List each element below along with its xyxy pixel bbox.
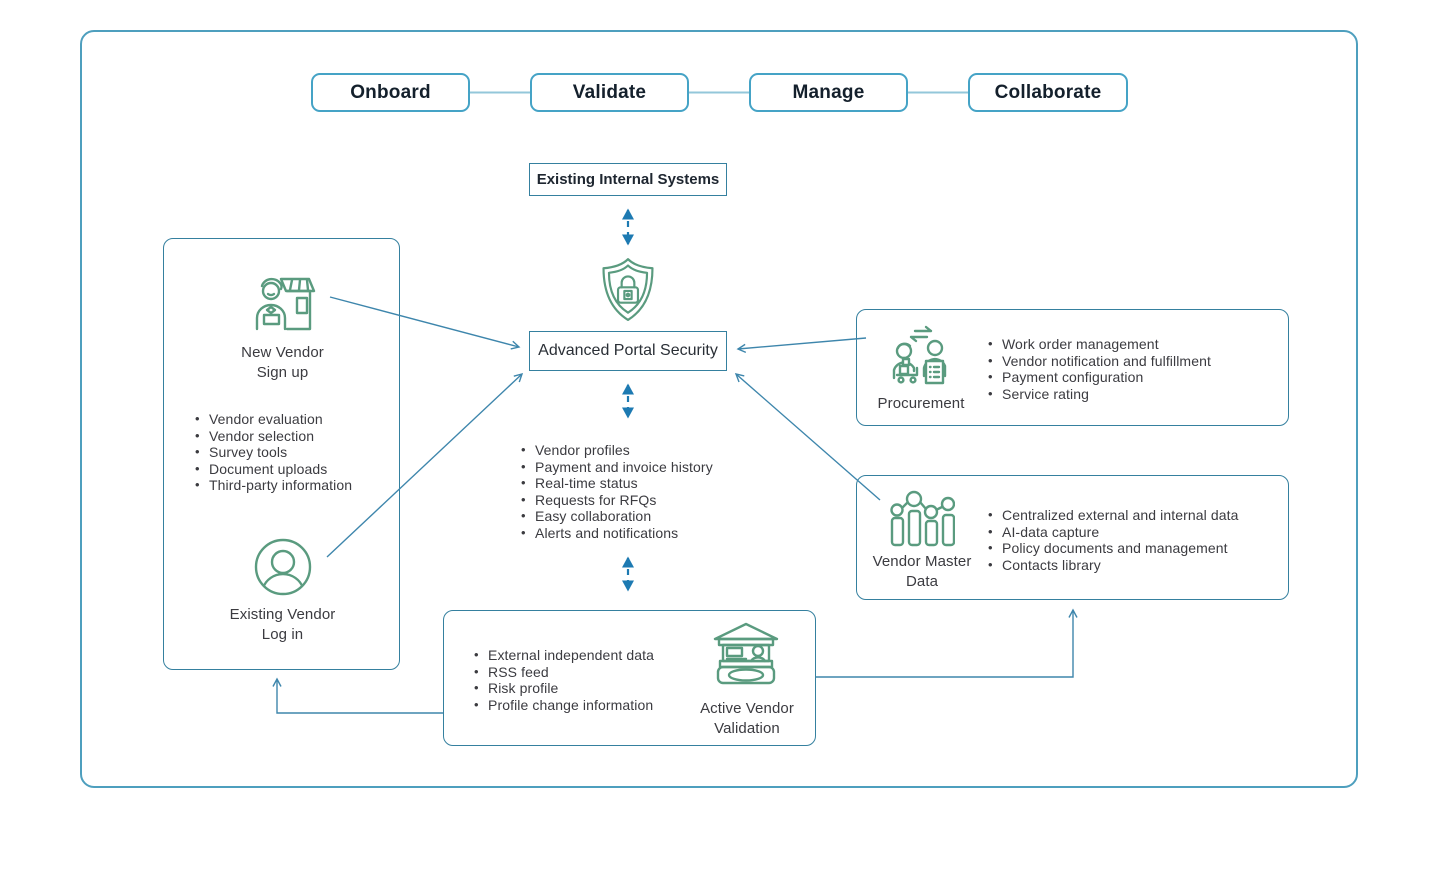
bullet-item: Centralized external and internal data	[987, 507, 1239, 524]
pipeline-step-onboard[interactable]: Onboard	[311, 73, 470, 112]
shield-lock-icon	[602, 258, 654, 321]
bullet-item: Requests for RFQs	[520, 492, 713, 509]
vendor-access-panel: New Vendor Sign up Vendor evaluationVend…	[163, 238, 400, 670]
vendor-master-data-label: Vendor Master Data	[872, 553, 972, 590]
pipeline-step-collaborate[interactable]: Collaborate	[968, 73, 1128, 112]
bullet-item: Vendor profiles	[520, 442, 713, 459]
bullet-item: Payment and invoice history	[520, 459, 713, 476]
bullet-item: Risk profile	[473, 680, 654, 697]
active-vendor-validation-panel: External independent dataRSS feedRisk pr…	[443, 610, 816, 746]
procurement-label: Procurement	[877, 395, 965, 412]
bullet-item: Alerts and notifications	[520, 525, 713, 542]
bullet-item: Survey tools	[194, 444, 352, 461]
vendor-onboarding-bullets: Vendor evaluationVendor selectionSurvey …	[194, 411, 352, 494]
pipeline-step-manage[interactable]: Manage	[749, 73, 908, 112]
bullet-item: Profile change information	[473, 697, 654, 714]
procurement-panel: Procurement Work order managementVendor …	[856, 309, 1289, 426]
procurement-bullets: Work order managementVendor notification…	[987, 336, 1211, 402]
bullet-item: Payment configuration	[987, 369, 1211, 386]
bullet-item: Vendor evaluation	[194, 411, 352, 428]
new-vendor-label: New Vendor Sign up	[241, 344, 324, 381]
bullet-item: External independent data	[473, 647, 654, 664]
bullet-item: AI-data capture	[987, 524, 1239, 541]
bullet-item: Service rating	[987, 386, 1211, 403]
bullet-item: Vendor notification and fulfillment	[987, 353, 1211, 370]
active-vendor-validation-label: Active Vendor Validation	[700, 700, 794, 737]
advanced-portal-security-box: Advanced Portal Security	[529, 331, 727, 371]
existing-internal-systems-box: Existing Internal Systems	[529, 163, 727, 196]
existing-vendor-label: Existing Vendor Log in	[229, 606, 336, 643]
bullet-item: Document uploads	[194, 461, 352, 478]
bullet-item: Easy collaboration	[520, 508, 713, 525]
vendor-master-data-panel: Vendor Master Data Centralized external …	[856, 475, 1289, 600]
portal-features-bullets: Vendor profilesPayment and invoice histo…	[520, 442, 713, 541]
active-vendor-validation-bullets: External independent dataRSS feedRisk pr…	[473, 647, 654, 713]
bullet-item: Policy documents and management	[987, 540, 1239, 557]
bullet-item: Contacts library	[987, 557, 1239, 574]
people-exchange-icon	[892, 325, 947, 385]
vendor-master-data-bullets: Centralized external and internal dataAI…	[987, 507, 1239, 573]
pipeline-step-validate[interactable]: Validate	[530, 73, 689, 112]
bullet-item: Vendor selection	[194, 428, 352, 445]
bullet-item: Third-party information	[194, 477, 352, 494]
vendor-storefront-icon	[255, 277, 316, 331]
bullet-item: Real-time status	[520, 475, 713, 492]
bullet-item: RSS feed	[473, 664, 654, 681]
bullet-item: Work order management	[987, 336, 1211, 353]
data-bars-icon	[890, 490, 955, 547]
kiosk-icon	[713, 622, 779, 685]
person-circle-icon	[254, 538, 312, 596]
